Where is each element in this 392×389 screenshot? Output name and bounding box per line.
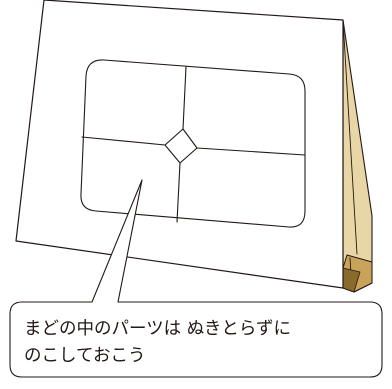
divider-right: [196, 147, 306, 156]
stand-fold-line: [342, 19, 358, 255]
center-diamond: [164, 128, 198, 164]
frame-stand: [342, 19, 373, 293]
divider-top: [182, 66, 187, 130]
divider-left: [81, 136, 166, 146]
window-parts: [81, 66, 306, 223]
callout-text-line1: まどの中のパーツは ぬきとらずに: [24, 319, 291, 339]
callout-bubble: まどの中のパーツは ぬきとらずに のこしておこう: [9, 179, 383, 378]
frame-board: [15, 0, 344, 289]
window-outline: [80, 59, 306, 228]
divider-bottom: [176, 162, 181, 223]
stand-side-face: [342, 19, 373, 293]
callout-shape: [9, 179, 383, 378]
callout-text-line2: のこしておこう: [24, 346, 145, 366]
